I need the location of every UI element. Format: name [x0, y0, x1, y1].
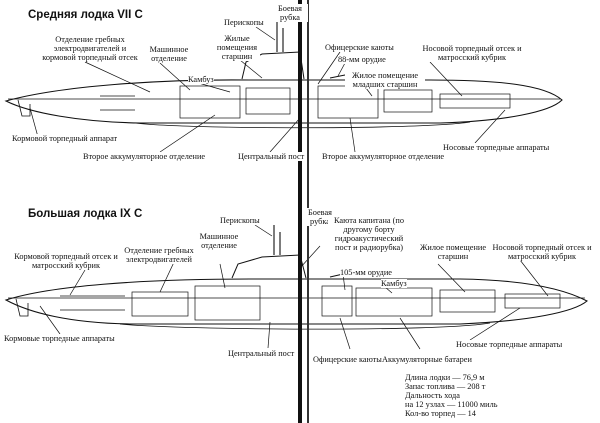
boat1-leader-lines	[29, 26, 506, 153]
boat2-title: Большая лодка IX C	[28, 208, 143, 220]
boat2-label-motor-room: Отделение гребных электродвигателей	[114, 246, 204, 264]
boat1-label-gun: 88-мм орудие	[338, 55, 386, 64]
boat1-label-officer-cabins: Офицерские каюты	[325, 43, 394, 52]
spec-value: 76,9 м	[462, 373, 485, 382]
boat2-label-gun: 105-мм орудие	[340, 268, 392, 277]
boat1-label-galley: Камбуз	[188, 75, 214, 84]
boat1-label-battery-2-left: Второе аккумуляторное отделение	[83, 152, 206, 161]
boat1-label-motor-room: Отделение гребных электродвигателей и ко…	[42, 35, 138, 62]
boat2-label-bow-tubes: Носовые торпедные аппараты	[456, 340, 563, 349]
spec-length: Длина лодки — 76,9 м	[405, 373, 485, 382]
boat2-label-central-post: Центральный пост	[228, 349, 295, 358]
spec-label: Дальность хода	[405, 391, 460, 400]
spec-label: Кол-во торпед	[405, 409, 456, 418]
boat2-label-officer-cabins: Офицерские каюты	[313, 355, 382, 364]
spec-label: Запас топлива	[405, 382, 455, 391]
boat1-label-tower: Боевая рубка	[272, 4, 308, 22]
boat2-label-batteries: Аккумуляторные батареи	[382, 355, 472, 364]
spec-value: 208 т	[467, 382, 486, 391]
spec-range-speed: на 12 узлах — 11000 миль	[405, 400, 498, 409]
boat2-label-bow-torpedo: Носовой торпедный отсек и матросский куб…	[488, 243, 596, 261]
spec-value: 11000 миль	[457, 400, 498, 409]
boat1-label-periscopes: Перископы	[224, 18, 264, 27]
boat2-label-captain-cabin: Каюта капитана (по другому борту гидроак…	[328, 216, 410, 252]
boat1-label-living-quarters: Жилые помещения старшин	[214, 34, 260, 61]
boat1-label-central-post: Центральный пост	[238, 152, 305, 161]
boat2-label-stern-torpedo: Кормовой торпедный отсек и матросский ку…	[14, 252, 118, 270]
boat2-label-stern-tubes: Кормовые торпедные аппараты	[4, 334, 115, 343]
boat1-label-living-quarters-junior: Жилое помещение младших старшин	[345, 71, 425, 89]
boat1-title: Средняя лодка VII C	[28, 9, 143, 21]
boat1-label-bow-torpedo: Носовой торпедный отсек и матросский куб…	[418, 44, 526, 62]
boat1-label-bow-tubes: Носовые торпедные аппараты	[443, 143, 550, 152]
boat2-label-living-quarters: Жилое помещение старшин	[418, 243, 488, 261]
boat1-label-stern-tube: Кормовой торпедный аппарат	[12, 134, 118, 143]
boat2-leader-lines	[39, 224, 549, 350]
spec-range: Дальность хода	[405, 391, 460, 400]
spec-value: 14	[467, 409, 476, 418]
spec-label: Длина лодки	[405, 373, 451, 382]
boat2-label-engine-room: Машинное отделение	[195, 232, 243, 250]
spec-label: на 12 узлах	[405, 400, 445, 409]
boat1-label-battery-2-right: Второе аккумуляторное отделение	[322, 152, 445, 161]
spec-fuel: Запас топлива — 208 т	[405, 382, 486, 391]
boat1-label-engine-room: Машинное отделение	[145, 45, 193, 63]
boat1-hull	[4, 18, 563, 129]
boat2-label-periscopes: Перископы	[220, 216, 260, 225]
boat2-label-galley: Камбуз	[381, 279, 407, 288]
boat2-hull	[4, 225, 588, 330]
page-fold	[298, 0, 302, 423]
spec-torpedoes: Кол-во торпед — 14	[405, 409, 476, 418]
